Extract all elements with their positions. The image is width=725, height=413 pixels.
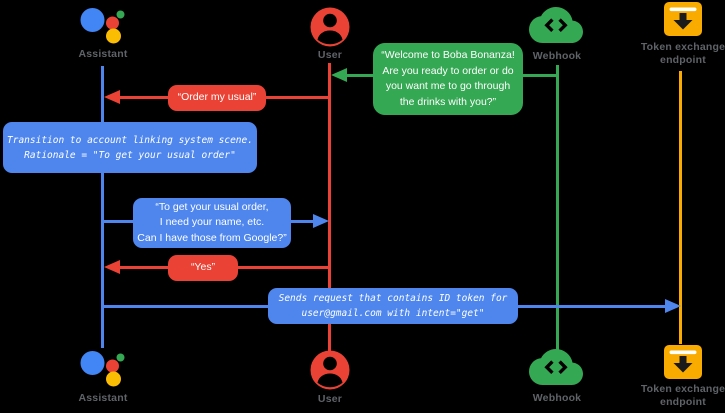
user-icon [310,7,350,47]
lifeline-token [679,71,682,344]
lifeline-user [328,63,331,351]
note-transition-account-linking: Transition to account linking system sce… [3,122,257,173]
label-webhook-top: Webhook [532,50,582,62]
webhook-cloud-icon [529,7,583,43]
label-user-top: User [317,49,343,61]
message-ask-for-info: “To get your usual order, I need your na… [133,198,291,248]
token-exchange-endpoint-icon [664,345,702,379]
arrowhead-right-ask [313,214,329,228]
label-user-bottom: User [317,393,343,405]
lifeline-webhook [556,65,559,352]
arrowhead-left-yes [104,260,120,274]
label-webhook-bottom: Webhook [532,392,582,404]
google-assistant-icon [80,351,125,387]
message-order-my-usual: “Order my usual” [168,85,266,111]
message-welcome: “Welcome to Boba Bonanza! Are you ready … [373,43,523,115]
message-sends-id-token: Sends request that contains ID token for… [268,288,518,324]
google-assistant-icon [80,8,125,44]
label-assistant-bottom: Assistant [78,392,128,404]
arrowhead-left-welcome [331,68,347,82]
lifeline-assistant [101,66,104,348]
label-token-top: Token exchange endpoint [640,41,725,66]
webhook-cloud-icon [529,349,583,385]
user-icon [310,350,350,390]
token-exchange-endpoint-icon [664,2,702,36]
arrowhead-left-order [104,90,120,104]
label-assistant-top: Assistant [78,48,128,60]
arrowhead-right-sends [665,299,681,313]
message-yes: “Yes” [168,255,238,281]
label-token-bottom: Token exchange endpoint [640,383,725,408]
